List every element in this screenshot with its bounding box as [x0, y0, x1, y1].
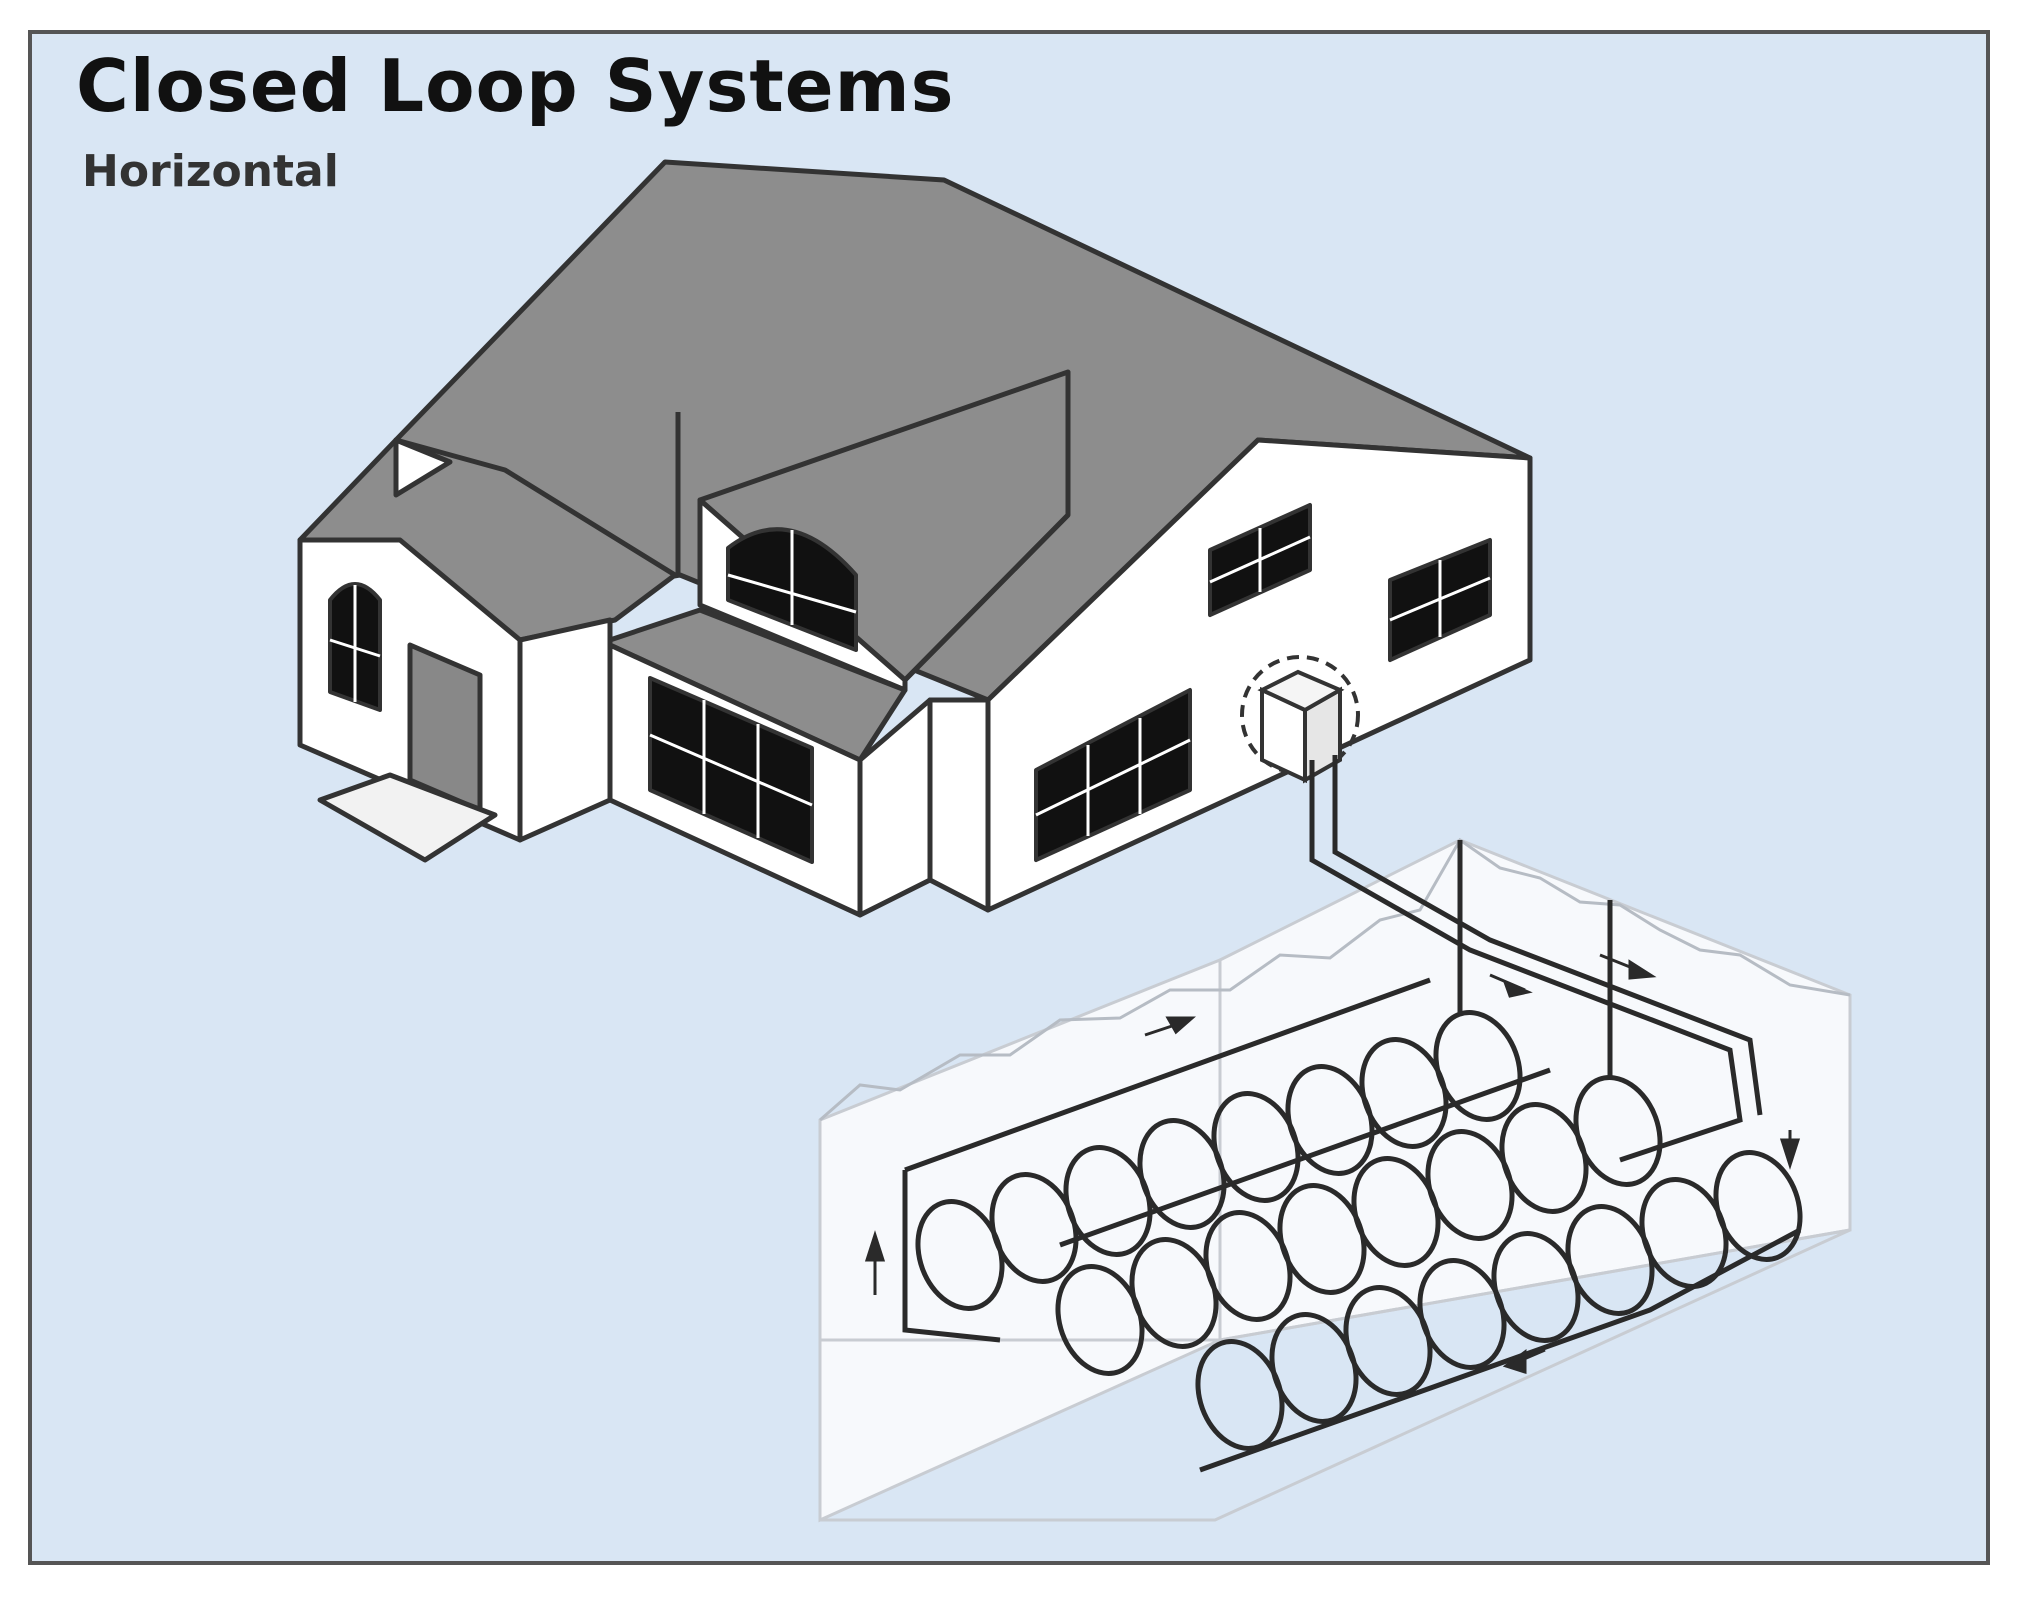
diagram-frame [28, 30, 1990, 1565]
entrance-step [317, 772, 498, 863]
window-muntins [329, 528, 1491, 838]
house-icon [297, 159, 1533, 918]
loop-header-left [902, 1170, 1001, 1343]
coil-loop [1573, 1075, 1663, 1187]
loop-pipes [902, 755, 1802, 1473]
ground-box-right-face [1218, 838, 1852, 1342]
loop-header-top [904, 977, 1431, 1173]
flow-arrow-icon [1489, 973, 1533, 998]
flow-arrow-icon [864, 1230, 886, 1295]
ground-box-bottom-edge [818, 1228, 1851, 1522]
main-front-wall [927, 697, 991, 913]
diagram-subtitle: Horizontal [82, 146, 339, 197]
coil-loop [1713, 1150, 1803, 1262]
coil-loop [1433, 1010, 1523, 1122]
flow-arrows [864, 953, 1801, 1375]
flow-arrow-icon [1779, 1130, 1801, 1170]
heat-pump-icon [1240, 655, 1360, 784]
return-pipe [1332, 755, 1763, 1116]
flow-arrow-icon [1599, 953, 1657, 980]
front-window-large [1034, 688, 1192, 862]
dormer-side-ridge [903, 513, 1070, 682]
garage-side-wall [517, 617, 613, 843]
ground-loop-icon [818, 755, 1852, 1523]
heat-pump-top [1257, 669, 1345, 713]
ground-box-surface-edge [819, 837, 1851, 1122]
flow-arrow-icon [1144, 1016, 1196, 1037]
flow-arrow-icon [1502, 1348, 1546, 1375]
slinky-coils [915, 1010, 1803, 1451]
roof-notch [393, 437, 453, 498]
supply-pipe [1309, 760, 1743, 1163]
diagram-title: Closed Loop Systems [76, 44, 955, 128]
